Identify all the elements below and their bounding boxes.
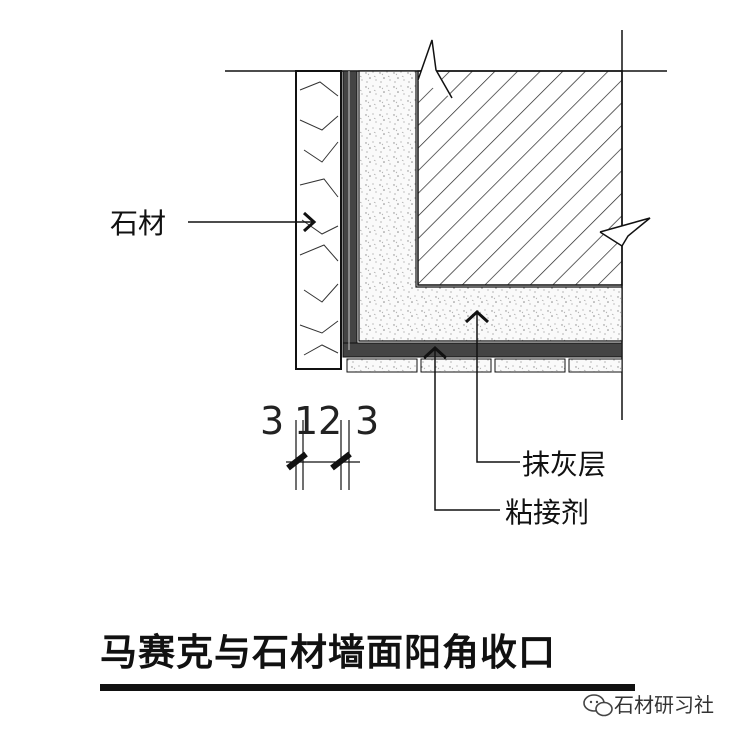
mosaic-tiles	[346, 358, 623, 373]
plaster-layer	[358, 70, 623, 342]
leader-stone	[188, 211, 317, 233]
dimension-label-1: 3	[260, 399, 284, 443]
label-plaster-layer: 抹灰层	[522, 448, 606, 481]
dimension-label-2: 1	[294, 399, 318, 443]
dimension-marks	[286, 420, 360, 490]
dimension-label-3: 2	[318, 399, 342, 443]
leader-plaster	[464, 309, 520, 463]
label-stone: 石材	[110, 207, 166, 240]
diagram-title: 马赛克与石材墙面阳角收口	[100, 631, 556, 674]
watermark-text: 石材研习社	[614, 693, 714, 717]
wechat-icon	[583, 694, 613, 717]
title-underline	[100, 684, 635, 691]
label-adhesive: 粘接剂	[505, 496, 589, 529]
adhesive-layer	[342, 70, 623, 358]
dimension-label-4: 3	[355, 399, 379, 443]
stone-slab	[295, 70, 342, 370]
leader-adhesive	[422, 345, 500, 511]
wall-body	[417, 39, 651, 286]
